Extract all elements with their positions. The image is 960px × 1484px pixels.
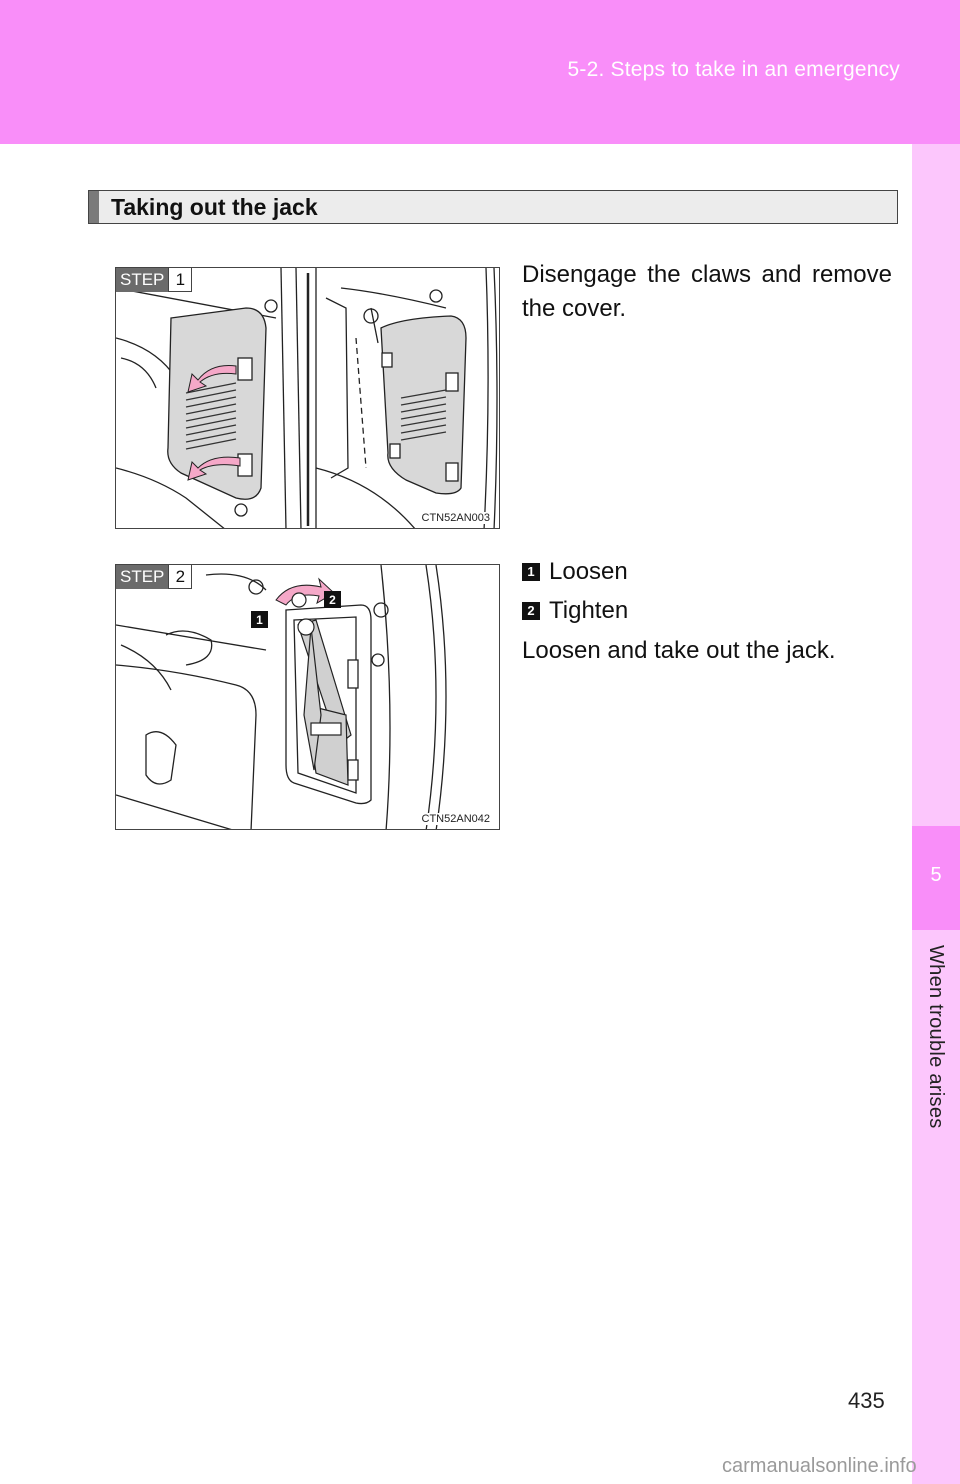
chapter-number: 5 — [930, 864, 942, 886]
step2-illustration: STEP 2 — [115, 564, 500, 830]
step2-badge-number: 2 — [168, 565, 193, 589]
step2-instruction: Loosen and take out the jack. — [522, 637, 836, 664]
number-1-icon: 1 — [522, 563, 540, 581]
step1-figure-code: CTN52AN003 — [419, 512, 492, 524]
step2-badge-word: STEP — [116, 565, 169, 589]
chapter-label: When trouble arises — [925, 945, 947, 1129]
step1-badge-word: STEP — [116, 268, 169, 292]
step1-illustration: STEP 1 — [115, 267, 500, 529]
section-heading-title: Taking out the jack — [111, 194, 318, 220]
legend-item-loosen: 1 Loosen — [522, 558, 628, 586]
step2-figure-code: CTN52AN042 — [419, 813, 492, 825]
legend-item-tighten: 2 Tighten — [522, 597, 628, 625]
step1-badge-number: 1 — [168, 268, 193, 292]
page-header: 5-2. Steps to take in an emergency — [0, 0, 960, 144]
step2-badge: STEP 2 — [116, 565, 193, 589]
watermark: carmanualsonline.info — [722, 1455, 917, 1477]
jack-removal-drawing: 1 2 — [116, 565, 447, 829]
legend-label-tighten: Tighten — [549, 597, 629, 624]
svg-text:2: 2 — [329, 593, 336, 607]
page-number: 435 — [848, 1388, 885, 1413]
chapter-side-tab — [912, 144, 960, 1484]
section-heading-accent — [89, 191, 99, 223]
cover-removal-drawing — [116, 268, 498, 528]
chapter-section-title: 5-2. Steps to take in an emergency — [567, 58, 900, 81]
legend-label-loosen: Loosen — [549, 558, 628, 585]
number-2-icon: 2 — [522, 602, 540, 620]
svg-text:1: 1 — [256, 613, 263, 627]
section-heading: Taking out the jack — [88, 190, 898, 224]
chapter-number-block — [912, 826, 960, 930]
step1-badge: STEP 1 — [116, 268, 193, 292]
step1-instruction: Disengage the claws and remove the cover… — [522, 261, 892, 322]
